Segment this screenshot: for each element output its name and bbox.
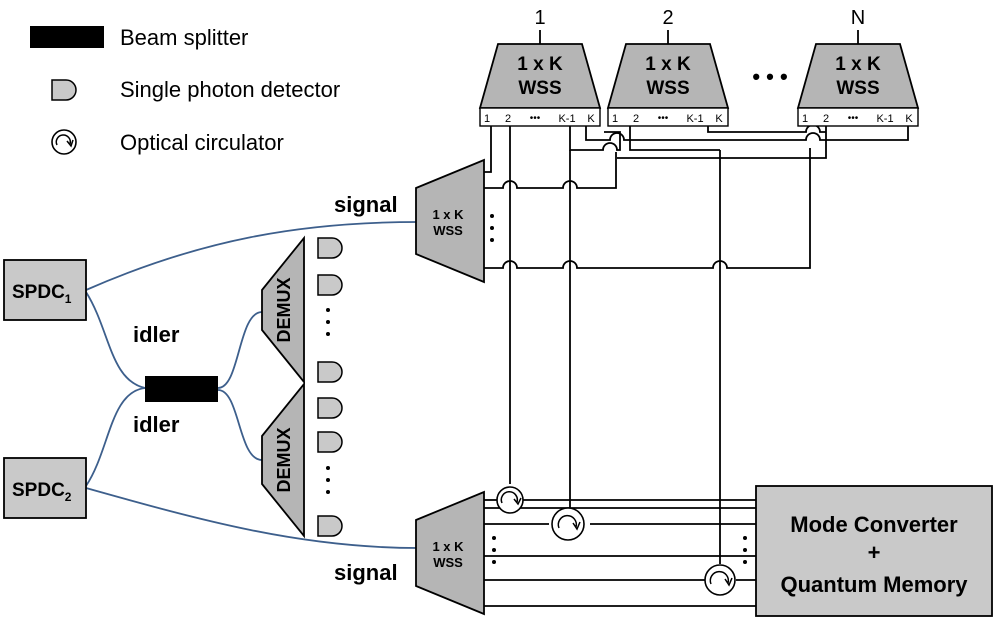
wss-index-2: 2 [662,7,673,29]
wss-ellipsis: • • • [752,64,787,89]
circulator-legend-label: Optical circulator [120,130,284,155]
wss-top-n: N 1 x K WSS 1 2 ••• K-1 K [796,7,920,127]
wiring [484,116,909,607]
detector [317,515,343,537]
demux-bottom-label: DEMUX [274,427,294,492]
port-label: 2 [633,113,639,125]
detector-array-top [317,237,343,383]
memory-line3: Quantum Memory [780,572,968,597]
signal-label-top: signal [334,192,398,217]
quantum-memory-box: Mode Converter + Quantum Memory [743,485,993,617]
port-label: ••• [658,113,669,124]
idler-label-bottom: idler [133,412,180,437]
port-label: 1 [802,113,808,125]
wss-line1: 1 x K [645,54,691,75]
detector [317,397,343,419]
signal-label-bottom: signal [334,560,398,585]
circulator-2 [551,507,585,541]
port-label: K-1 [558,113,575,125]
wss-index-n: N [851,7,865,29]
beam-splitter-legend-label: Beam splitter [120,25,248,50]
circulator-3 [704,564,736,596]
spdc2-box: SPDC2 [3,457,87,519]
port-label: 1 [612,113,618,125]
wss-top-2: 2 1 x K WSS 1 2 ••• K-1 K [606,7,730,127]
wss-line1: 1 x K [432,207,464,222]
wss-line2: WSS [646,78,689,99]
beam-splitter-legend-icon [30,26,104,48]
port-label: K [587,113,595,125]
detector [317,237,343,259]
demux-top-label: DEMUX [274,277,294,342]
memory-line2: + [868,540,881,565]
spdc1-label: SPDC [12,282,65,303]
port-label: K-1 [876,113,893,125]
memory-line1: Mode Converter [790,512,958,537]
circulator-legend-icon [51,129,77,155]
detector [317,431,343,453]
port-label: K [905,113,913,125]
demux-top: DEMUX [261,235,305,385]
spdc2-subscript: 2 [65,490,72,504]
wss-signal-bottom: 1 x K WSS [415,490,496,616]
beam-splitter [145,376,218,402]
spdc2-label: SPDC [12,480,65,501]
svg-text:SPDC1: SPDC1 [12,282,72,306]
port-label: K-1 [686,113,703,125]
port-label: 2 [823,113,829,125]
spdc1-box: SPDC1 [3,259,87,321]
port-label: 2 [505,113,511,125]
detector-array-bottom [317,397,343,537]
svg-text:SPDC2: SPDC2 [12,480,72,504]
port-label: ••• [530,113,541,124]
fibers [85,221,419,549]
detector [317,274,343,296]
spdc1-subscript: 1 [65,292,72,306]
circulator-1 [496,486,524,514]
wss-index-1: 1 [534,7,545,29]
detector-legend-label: Single photon detector [120,77,340,102]
demux-bottom: DEMUX [261,381,305,539]
wss-signal-top: 1 x K WSS [415,158,494,284]
wss-line1: 1 x K [835,54,881,75]
wss-top-1: 1 1 x K WSS 1 2 ••• K-1 K [478,7,602,127]
wss-line2: WSS [433,555,463,570]
port-label: 1 [484,113,490,125]
wss-line1: 1 x K [517,54,563,75]
port-label: K [715,113,723,125]
idler-label-top: idler [133,322,180,347]
wss-line2: WSS [836,78,879,99]
wss-line1: 1 x K [432,539,464,554]
wss-line2: WSS [518,78,561,99]
legend: Beam splitter Single photon detector Opt… [30,25,340,155]
detector [317,361,343,383]
wss-line2: WSS [433,223,463,238]
port-label: ••• [848,113,859,124]
detector-legend-icon [51,79,77,101]
